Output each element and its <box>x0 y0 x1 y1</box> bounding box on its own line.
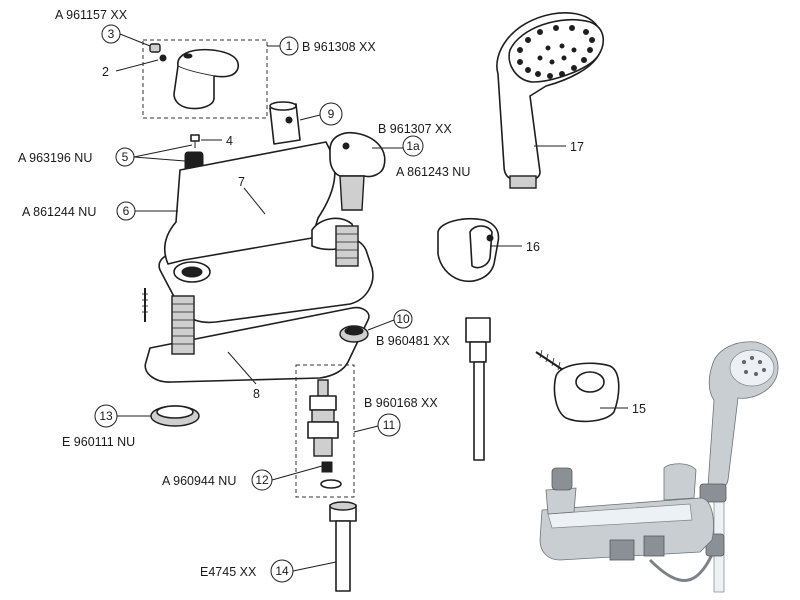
threaded-shank-left <box>171 295 195 355</box>
callout-circle-1a <box>402 135 424 157</box>
callout-number-6: 6 <box>123 204 130 218</box>
handle-lever-part-1 <box>173 48 239 110</box>
backnut-part-13 <box>150 405 200 427</box>
part-code-5: A 963196 NU <box>18 151 92 165</box>
assembled-product-photo <box>539 341 779 593</box>
callout-number-14: 14 <box>275 564 289 578</box>
diverter-kit-dashed-box <box>295 364 355 498</box>
part-code-extra: A 861243 NU <box>396 165 470 179</box>
set-screw-part-2 <box>159 54 167 62</box>
o-ring-part-12 <box>320 461 342 489</box>
handset-holder-part-16 <box>437 217 500 282</box>
callout-number-13: 13 <box>99 409 113 423</box>
callout-number-12: 12 <box>255 473 269 487</box>
callout-circle-12 <box>251 469 273 491</box>
callout-circle-10 <box>319 102 343 126</box>
part-code-14: E4745 XX <box>200 565 257 579</box>
wall-bracket-part-15 <box>535 349 620 423</box>
part-code-11: B 960168 XX <box>364 396 438 410</box>
callout-number-1: 1 <box>286 39 293 53</box>
threaded-shank-right <box>335 225 359 267</box>
callout-number-15: 15 <box>632 402 646 416</box>
callout-number-9: 8 <box>253 387 260 401</box>
callout-number-10: 9 <box>328 107 335 121</box>
shower-hose <box>465 317 491 461</box>
fixing-pin <box>142 288 148 322</box>
callout-circle-11 <box>377 413 401 437</box>
callout-number-7: 7 <box>238 175 245 189</box>
callout-number-4: 4 <box>226 134 233 148</box>
part-code-1: B 961308 XX <box>302 40 376 54</box>
callout-number-5: 5 <box>122 150 129 164</box>
callout-circle-14 <box>270 559 294 583</box>
part-code-8: B 960481 XX <box>376 334 450 348</box>
callout-number-8: 10 <box>396 312 410 326</box>
callout-number-11: 11 <box>383 418 396 432</box>
cap-part-3 <box>149 43 161 53</box>
callout-circle-5 <box>115 147 135 167</box>
part-code-12: A 960944 NU <box>162 474 236 488</box>
diverter-lever-part-1a <box>329 132 386 211</box>
callout-number-1a: 1a <box>406 139 420 153</box>
callout-circle-3 <box>101 24 121 44</box>
callout-number-17: 17 <box>570 140 584 154</box>
callout-circle-8 <box>393 309 413 329</box>
callout-number-2: 2 <box>102 65 109 79</box>
callout-circle-13 <box>94 404 118 428</box>
connector-pipe-part-14 <box>329 501 357 592</box>
part-code-13: E 960111 NU <box>62 435 135 449</box>
part-code-1a: B 961307 XX <box>378 122 452 136</box>
valve-body-part-7 <box>144 141 374 383</box>
callout-circle-1 <box>279 36 299 56</box>
part-code-3: A 961157 XX <box>55 8 128 22</box>
spindle-shroud-part-10 <box>269 101 301 145</box>
handle-kit-dashed-box <box>142 39 268 119</box>
aerator-part-8 <box>339 325 369 343</box>
callout-number-3: 3 <box>108 27 115 41</box>
callout-number-16: 16 <box>526 240 540 254</box>
diverter-cartridge-part-11 <box>307 379 339 457</box>
nozzle-ring <box>517 25 595 79</box>
shower-handset-part-17 <box>496 12 605 189</box>
screw-part-4 <box>190 134 200 148</box>
callout-circle-6 <box>116 201 136 221</box>
part-code-6: A 861244 NU <box>22 205 96 219</box>
